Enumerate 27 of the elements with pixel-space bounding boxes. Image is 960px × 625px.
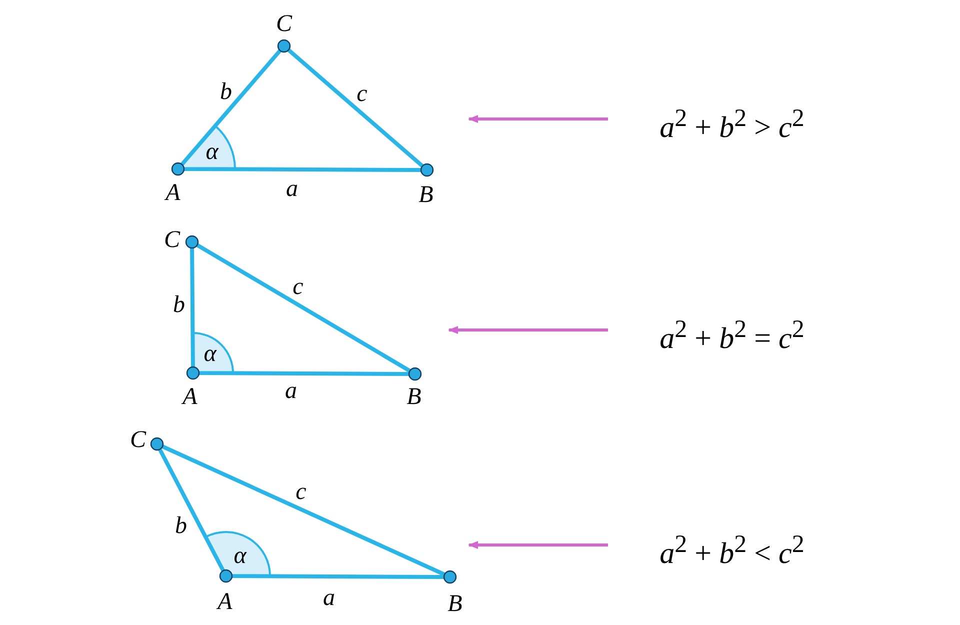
angle-label: α <box>204 342 216 366</box>
vertex-label: C <box>164 228 180 252</box>
side-label: b <box>175 514 187 538</box>
side-label: b <box>220 80 232 104</box>
arrow <box>468 541 608 549</box>
formula: a$^{2}$ + b$^{2}$ > c$^{2}$ <box>607 94 857 144</box>
angle-label: α <box>234 544 246 568</box>
side-label: a <box>285 379 297 403</box>
side-label: a <box>286 177 298 201</box>
vertex-label: A <box>218 590 232 614</box>
formula: a$^{2}$ + b$^{2}$ < c$^{2}$ <box>607 520 857 570</box>
arrow <box>468 115 608 123</box>
vertex-label: B <box>418 183 434 207</box>
vertex-label: C <box>130 428 146 452</box>
vertex-label: B <box>406 385 422 409</box>
vertex-label: B <box>448 592 462 616</box>
arrow <box>448 326 608 334</box>
formula: a$^{2}$ + b$^{2}$ = c$^{2}$ <box>607 305 857 355</box>
side-label: b <box>173 293 185 317</box>
angle-label: α <box>206 140 218 164</box>
vertex-label: A <box>182 385 198 409</box>
side-label: c <box>356 82 368 106</box>
vertex-label: A <box>166 181 180 205</box>
side-label: c <box>292 275 304 299</box>
vertex-label: C <box>276 12 292 36</box>
side-label: c <box>296 480 306 504</box>
side-label: a <box>323 586 335 610</box>
